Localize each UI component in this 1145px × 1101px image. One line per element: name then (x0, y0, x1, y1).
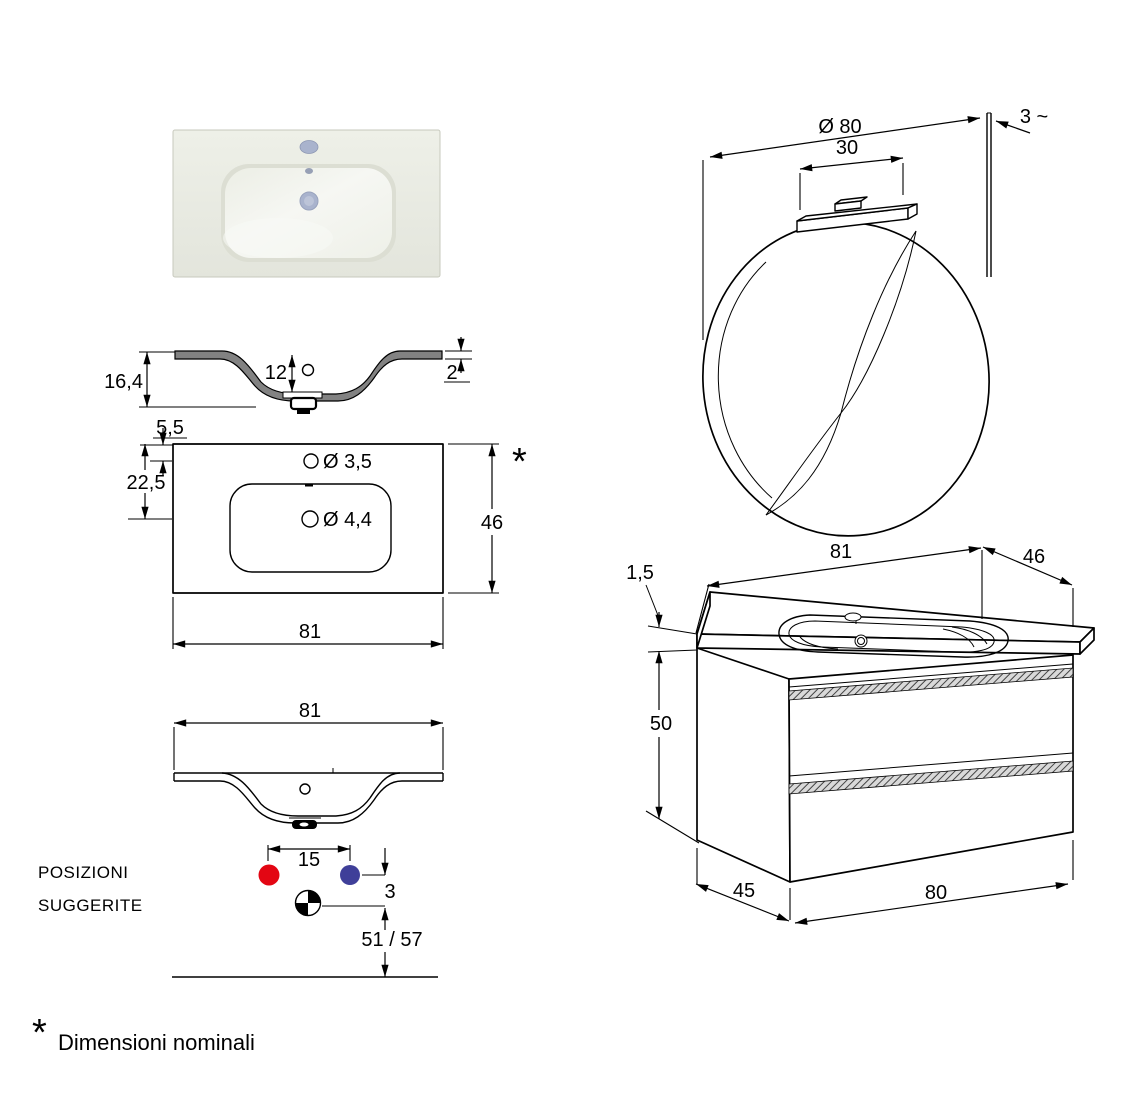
dim-vanity-width: 80 (925, 882, 947, 904)
dim-mirror-lamp-width: 30 (836, 137, 858, 159)
mirror-circle (702, 221, 990, 537)
mirror-reflection-line-1 (765, 230, 917, 516)
dim-plan-width: 81 (299, 621, 321, 643)
drawer-groove-top (788, 667, 1074, 701)
vanity-faucet-hole (844, 612, 862, 622)
vanity-basin-rim-inner (788, 620, 995, 653)
drain-body-section (289, 396, 318, 411)
rendered-sink-view (172, 129, 441, 278)
dim-vanity-top-depth: 46 (1023, 546, 1045, 568)
dim-plan-hole-bottom: Ø 4,4 (323, 509, 372, 531)
footer-note-text: Dimensioni nominali (58, 1030, 255, 1055)
center-mark-symbol (294, 889, 322, 917)
mirror-edge-inner-line (717, 261, 773, 499)
drawer-groove-middle (788, 760, 1074, 795)
hot-water-dot (258, 864, 280, 886)
drain-cap-render (304, 196, 314, 206)
dim-plan-depth: 46 (481, 512, 503, 534)
mirror-view: Ø 80 30 3 ~ (702, 106, 1048, 537)
vanity-view: 81 46 1,5 50 45 80 (626, 541, 1095, 925)
dim-vanity-top-thickness: 1,5 (626, 562, 654, 584)
dim-positions-width: 81 (299, 700, 321, 722)
vanity-drain (854, 634, 868, 648)
dim-mirror-thickness: 3 ~ (1020, 106, 1048, 128)
plan-faucet-hole (303, 453, 319, 469)
dim-positions-height: 51 / 57 (361, 929, 422, 951)
drawer-separation (788, 752, 1074, 777)
dim-section-rim: 2 (446, 362, 457, 384)
faucet-hole-render (299, 140, 319, 154)
section-profile (174, 350, 443, 402)
plan-drain-hole (301, 510, 319, 528)
mirror-reflection-line-2 (765, 230, 917, 516)
positions-bowl-inner (221, 772, 401, 817)
footer-asterisk: * (32, 1012, 47, 1054)
vanity-front-face (788, 654, 1074, 883)
light-bar (796, 196, 918, 233)
dim-mirror-diameter: Ø 80 (818, 116, 861, 138)
overflow-hole-section (301, 363, 315, 377)
plan-view: Ø 3,5 Ø 4,4 5,5 22,5 46 81 * (127, 417, 527, 649)
dim-plan-offset: 5,5 (156, 417, 184, 439)
dim-vanity-height: 50 (650, 713, 672, 735)
vanity-basin-rim-outer (778, 614, 1009, 658)
cold-water-dot (340, 865, 360, 885)
dim-positions-spread: 15 (298, 849, 320, 871)
section-view: 16,4 12 2 (104, 337, 472, 414)
basin-highlight (223, 218, 333, 258)
footer-note: * Dimensioni nominali (32, 1012, 255, 1055)
dim-positions-offset: 3 (384, 881, 395, 903)
dim-vanity-depth: 45 (733, 880, 755, 902)
dim-plan-hole-top: Ø 3,5 (323, 451, 372, 473)
plan-asterisk: * (512, 441, 527, 483)
dim-plan-front: 22,5 (127, 472, 166, 494)
overflow-hole-render (305, 168, 313, 174)
dim-vanity-top-width: 81 (830, 541, 852, 563)
positions-caption-line2: SUGGERITE (38, 896, 143, 915)
vanity-side-panel (696, 647, 791, 883)
drain-foot-section (297, 409, 310, 414)
dim-section-height: 16,4 (104, 371, 143, 393)
positions-caption-line1: POSIZIONI (38, 863, 128, 882)
dim-section-depth: 12 (265, 362, 287, 384)
positions-overflow-hole (299, 783, 311, 795)
suggested-positions-view: 81 15 3 51 / 57 POSIZIO (38, 700, 444, 978)
